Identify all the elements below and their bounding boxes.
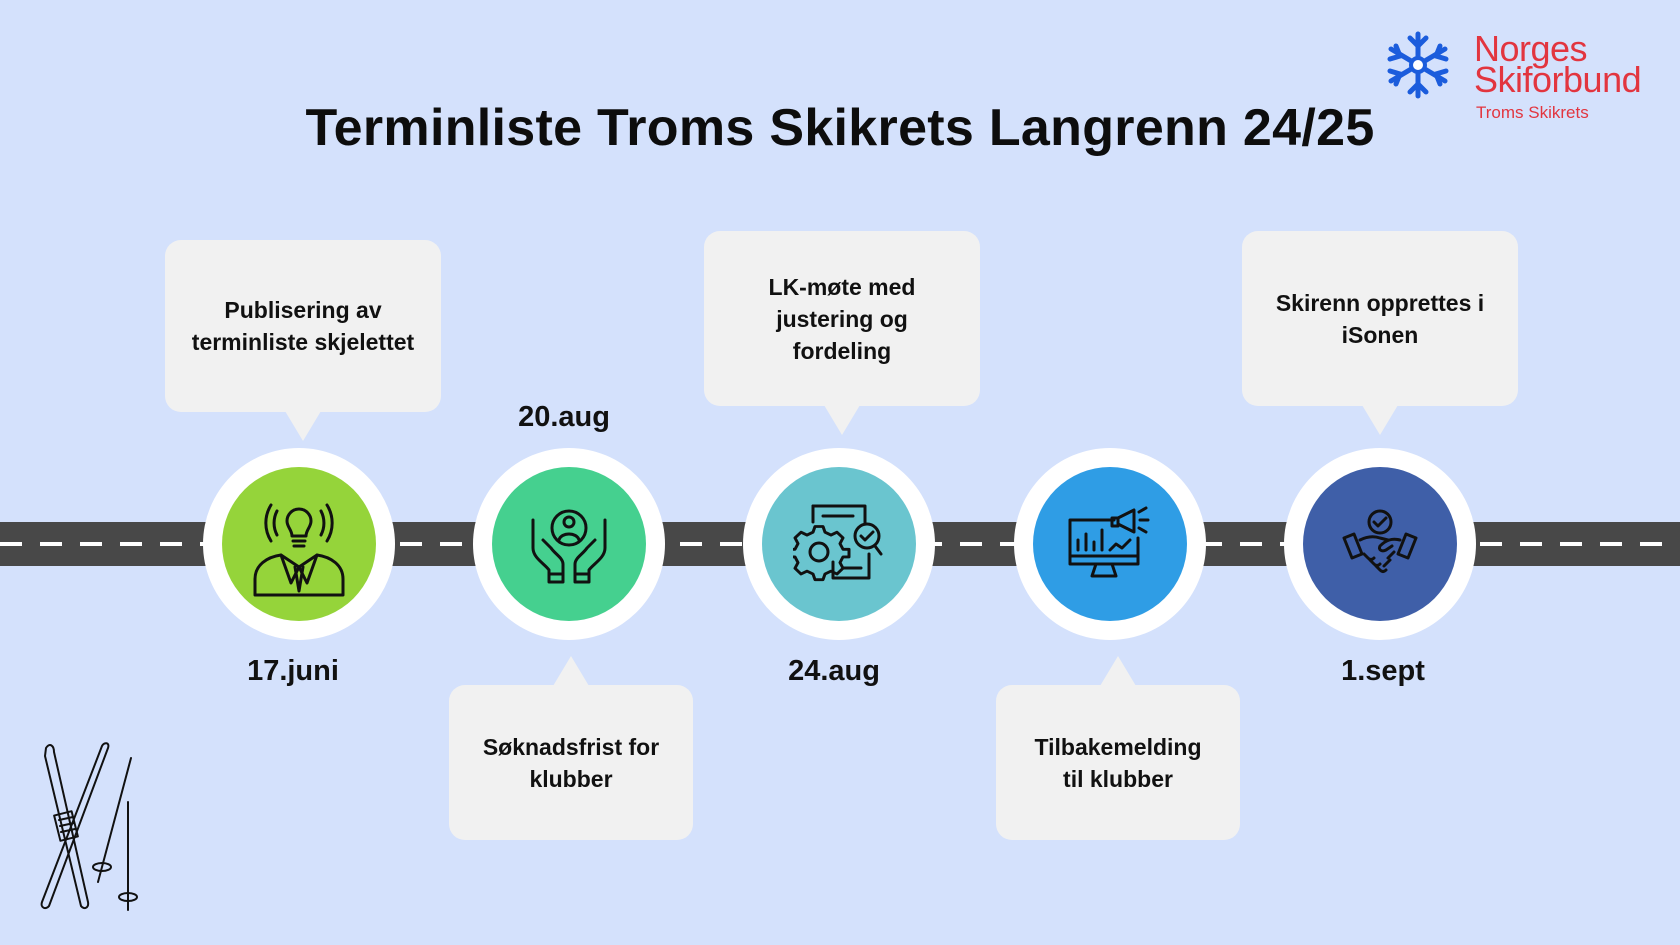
milestone-date-5: 1.sept bbox=[1341, 655, 1425, 687]
skis-and-poles-icon bbox=[40, 742, 138, 911]
milestone-circle-2 bbox=[473, 448, 665, 640]
milestone-text-3: LK-møte med justering og fordeling bbox=[768, 273, 916, 364]
milestone-circle-5 bbox=[1284, 448, 1476, 640]
monitor-megaphone-icon bbox=[1068, 506, 1150, 578]
milestone-bubble-3: LK-møte med justering og fordeling bbox=[704, 231, 980, 406]
page-title: Terminliste Troms Skikrets Langrenn 24/2… bbox=[305, 99, 1375, 157]
milestone-bubble-2: Søknadsfrist for klubber bbox=[449, 685, 693, 840]
milestone-text-2: Søknadsfrist for klubber bbox=[482, 733, 660, 792]
logo-line-2: Skiforbund bbox=[1474, 59, 1642, 100]
milestone-text-1: Publisering av terminliste skjelettet bbox=[191, 297, 415, 355]
idea-person-icon bbox=[253, 503, 345, 597]
milestone-bubble-4: Tilbakemelding til klubber bbox=[996, 685, 1240, 840]
milestone-bubble-1: Publisering av terminliste skjelettet bbox=[165, 240, 441, 412]
milestone-date-3: 24.aug bbox=[788, 655, 880, 687]
milestone-circle-4 bbox=[1014, 448, 1206, 640]
milestone-circle-1 bbox=[203, 448, 395, 640]
bubble-pointer-1 bbox=[285, 411, 321, 441]
norges-skiforbund-logo: Norges Skiforbund Troms Skikrets bbox=[1382, 28, 1662, 124]
milestone-bubble-5: Skirenn opprettes i iSonen bbox=[1242, 231, 1518, 406]
bubble-pointer-2 bbox=[553, 656, 589, 686]
logo-subtitle: Troms Skikrets bbox=[1476, 103, 1589, 122]
bubble-pointer-4 bbox=[1100, 656, 1136, 686]
handshake-check-icon bbox=[1342, 509, 1418, 573]
milestone-date-1: 17.juni bbox=[247, 655, 339, 687]
milestone-circle-3 bbox=[743, 448, 935, 640]
hands-person-icon bbox=[531, 509, 607, 584]
snowflake-icon bbox=[1387, 31, 1449, 99]
logo-line-1: Norges bbox=[1474, 28, 1588, 69]
milestone-date-2: 20.aug bbox=[518, 401, 610, 433]
milestone-text-5: Skirenn opprettes i iSonen bbox=[1275, 289, 1485, 348]
milestone-text-4: Tilbakemelding til klubber bbox=[1034, 733, 1202, 792]
bubble-pointer-5 bbox=[1362, 405, 1398, 435]
bubble-pointer-3 bbox=[824, 405, 860, 435]
gear-document-check-icon bbox=[793, 504, 883, 582]
